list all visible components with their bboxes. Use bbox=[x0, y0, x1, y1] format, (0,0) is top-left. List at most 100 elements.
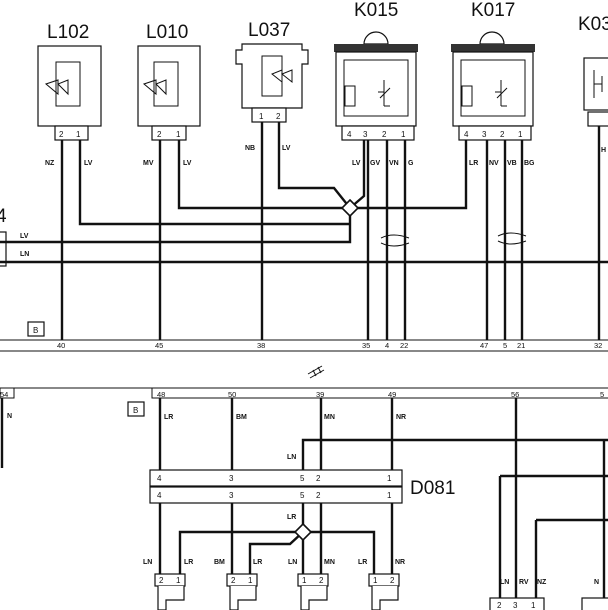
bottom-connector-b-pin-2: 1 bbox=[248, 576, 253, 585]
d081-bot-pin-4: 2 bbox=[316, 491, 321, 500]
bottom-connector-d-body bbox=[371, 586, 399, 610]
bus-bottom: B 48 50 39 49 56 5 54 N bbox=[0, 387, 608, 468]
bottom-connector-c: 1 2 bbox=[297, 573, 329, 610]
label-d081: D081 bbox=[410, 478, 455, 499]
bus-top-num-6: 22 bbox=[400, 341, 408, 350]
switch-symbol-k03x bbox=[593, 70, 603, 98]
bottom-connector-a-pin-2: 1 bbox=[176, 576, 181, 585]
wl-right-2: RV bbox=[519, 579, 529, 586]
pinblock-k015 bbox=[341, 125, 415, 141]
wl-bb-3: BM bbox=[214, 559, 225, 566]
d081-bot-pin-1: 4 bbox=[157, 491, 162, 500]
inner-frame-k017 bbox=[460, 59, 526, 117]
wires-top bbox=[0, 122, 608, 340]
pin-k015-4: 4 bbox=[347, 130, 352, 139]
wl-l037-2: LV bbox=[282, 145, 291, 152]
wl-l102-2: LV bbox=[84, 160, 93, 167]
component-k015: K015 4 3 2 1 bbox=[334, 0, 418, 141]
wl-bb-1: LN bbox=[143, 559, 152, 566]
pin-k017-1: 1 bbox=[518, 130, 523, 139]
wl-right-1: LN bbox=[500, 579, 509, 586]
label-l037: L037 bbox=[248, 20, 290, 41]
pinblock-l102 bbox=[54, 125, 89, 141]
splice-node-bottom bbox=[293, 522, 313, 542]
pin-k015-1: 1 bbox=[401, 130, 406, 139]
variable-resistor-k015 bbox=[378, 80, 391, 107]
bottom-connector-d-pin-2: 2 bbox=[390, 576, 395, 585]
wl-bt-4: NR bbox=[396, 414, 406, 421]
inner-frame-k015 bbox=[343, 59, 409, 117]
wires-bottom bbox=[158, 398, 608, 600]
resistor-k017 bbox=[461, 85, 473, 107]
variable-resistor-k017 bbox=[495, 80, 508, 107]
body-k017 bbox=[452, 51, 534, 127]
d081-top-pin-5: 1 bbox=[387, 474, 392, 483]
coil-frame-l102 bbox=[55, 61, 81, 107]
bottom-connector-e: 2 3 1 bbox=[489, 597, 608, 610]
twisted-pair-mark-k015 bbox=[380, 234, 410, 247]
wl-ln-branch: LN bbox=[287, 454, 296, 461]
bus-bottom-num-5: 56 bbox=[511, 390, 519, 399]
bus-top-num-4: 35 bbox=[362, 341, 370, 350]
wl-right-4: N bbox=[594, 579, 599, 586]
bottom-connector-a-pin-1: 2 bbox=[159, 576, 164, 585]
bottom-connector-f-block bbox=[581, 597, 608, 610]
wl-right-3: NZ bbox=[537, 579, 547, 586]
bus-top-num-1: 40 bbox=[57, 341, 65, 350]
bus-top-label: B bbox=[33, 326, 38, 335]
bus-bottom-lines bbox=[0, 387, 608, 399]
wl-lr-splice: LR bbox=[287, 514, 296, 521]
label-l102: L102 bbox=[47, 22, 89, 43]
pin-l102-b: 1 bbox=[76, 130, 81, 139]
d081-bottom-row bbox=[149, 486, 403, 504]
component-l037: L037 1 2 bbox=[235, 20, 309, 123]
wl-l037-1: NB bbox=[245, 145, 255, 152]
sensor-dome-k017 bbox=[479, 31, 505, 45]
wire-ln-branch bbox=[301, 438, 608, 470]
label-k015: K015 bbox=[354, 0, 398, 21]
bus-bottom-num-2: 50 bbox=[228, 390, 236, 399]
wl-k017-1: LR bbox=[469, 160, 478, 167]
d081-top-pin-3: 5 bbox=[300, 474, 305, 483]
wl-bb-2: LR bbox=[184, 559, 193, 566]
bottom-connectors: 2 1 2 1 1 2 1 2 2 3 1 bbox=[154, 573, 608, 610]
wire-splice-to-b bbox=[248, 531, 304, 578]
wire-l010-lv bbox=[177, 140, 350, 210]
bottom-connector-a-body bbox=[157, 586, 185, 610]
twisted-pair-mark-k017 bbox=[497, 232, 527, 245]
d081-bot-pin-5: 1 bbox=[387, 491, 392, 500]
bus-top: B 40 45 38 35 4 22 47 5 21 32 bbox=[0, 321, 608, 352]
pinblock-l010 bbox=[151, 125, 187, 141]
bottom-connector-d: 1 2 bbox=[368, 573, 400, 610]
sensor-cap-k015 bbox=[334, 44, 418, 52]
wl-bt-2: BM bbox=[236, 414, 247, 421]
bus-top-num-10: 32 bbox=[594, 341, 602, 350]
pin-l010-b: 1 bbox=[176, 130, 181, 139]
bottom-connector-a: 2 1 bbox=[154, 573, 186, 610]
pin-k017-4: 4 bbox=[464, 130, 469, 139]
d081-top-pin-2: 3 bbox=[229, 474, 234, 483]
bus-bottom-num-4: 49 bbox=[388, 390, 396, 399]
wl-left-2: LN bbox=[20, 251, 29, 258]
d081-bot-pin-2: 3 bbox=[229, 491, 234, 500]
bottom-connector-b-body bbox=[229, 586, 257, 610]
wire-right-ln bbox=[498, 474, 608, 600]
wire-left-lv bbox=[0, 208, 352, 244]
pinblock-k017 bbox=[458, 125, 532, 141]
wire-right-nz bbox=[534, 518, 608, 600]
pin-k017-3: 3 bbox=[482, 130, 487, 139]
bottom-connector-c-body bbox=[300, 586, 328, 610]
valve-symbol-l037 bbox=[271, 69, 293, 84]
coil-frame-l010 bbox=[153, 61, 179, 107]
body-l102 bbox=[37, 45, 102, 127]
wl-k017-3: VB bbox=[507, 160, 517, 167]
bottom-connector-b: 2 1 bbox=[226, 573, 258, 610]
bus-bottom-num-6: 5 bbox=[600, 390, 604, 399]
component-d081: D081 4 3 5 2 1 4 3 5 2 1 bbox=[149, 469, 455, 504]
bus-top-label-box bbox=[27, 321, 45, 337]
component-k017: K017 4 3 2 1 bbox=[451, 0, 535, 141]
wl-k015-3: VN bbox=[389, 160, 399, 167]
pin-l010-a: 2 bbox=[157, 130, 162, 139]
wl-bb-7: LR bbox=[358, 559, 367, 566]
